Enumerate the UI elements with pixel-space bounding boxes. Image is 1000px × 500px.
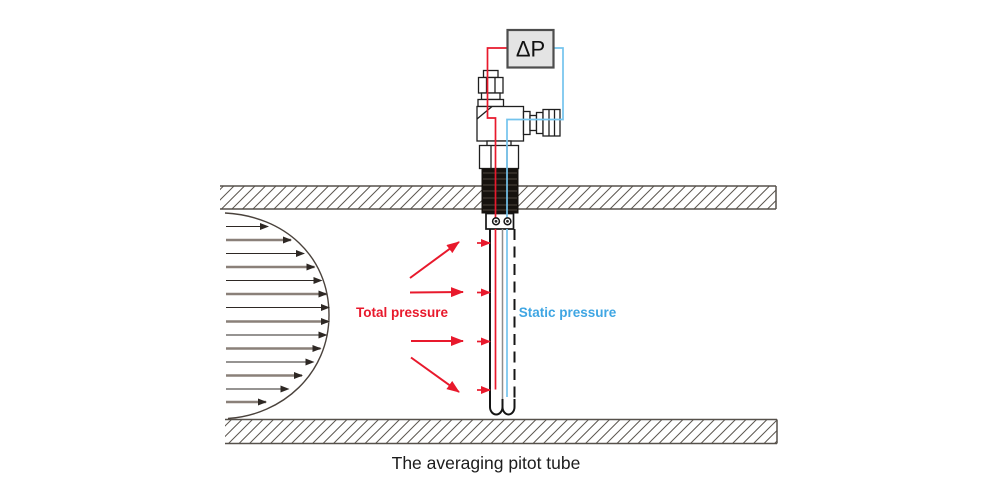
side-port-step (522, 110, 531, 136)
total-pressure-line-upper (486, 47, 508, 218)
port-dot (506, 219, 509, 223)
side-port-nut (542, 108, 561, 137)
flow-arrow-up-right (409, 241, 460, 279)
pitot-tube (489, 229, 516, 416)
sensor-ports (491, 217, 512, 226)
threaded-connection (481, 168, 519, 214)
static-pressure-label: Static pressure (519, 305, 617, 320)
side-port-neck (529, 114, 538, 132)
valve-body (476, 105, 525, 142)
total-pressure-label: Total pressure (356, 305, 449, 320)
side-nut-facets (548, 109, 556, 136)
cap-nut (482, 69, 499, 79)
velocity-profile (224, 212, 330, 420)
valve-body-bevel (476, 106, 493, 120)
dp-transmitter: ΔP (506, 28, 555, 69)
total-pressure-line (486, 47, 508, 390)
tube-bottom-left (489, 399, 504, 416)
port-dot (494, 219, 498, 223)
flow-arrow-down-right (410, 356, 460, 393)
dp-box (506, 28, 555, 69)
hex-band (477, 98, 505, 108)
pipe-bottom-wall (225, 418, 778, 445)
tube-bottom-right (501, 399, 516, 416)
upper-hex-nut (477, 76, 504, 94)
side-port-ferrule (535, 111, 544, 135)
static-pressure-line (506, 47, 564, 397)
collar (480, 92, 501, 101)
diagram-caption: The averaging pitot tube (392, 453, 581, 473)
hex-facet-lines (485, 77, 496, 93)
flow-impact-arrows (409, 241, 464, 393)
lower-hex-nut (478, 144, 520, 170)
dp-label: ΔP (516, 37, 545, 62)
flow-arrow-right (409, 287, 464, 298)
static-pressure-line-upper (506, 47, 564, 218)
velocity-profile-curve (224, 212, 330, 420)
total-pressure-port-arrows (477, 239, 491, 394)
valve-assembly (476, 69, 561, 170)
velocity-arrows (226, 223, 330, 406)
